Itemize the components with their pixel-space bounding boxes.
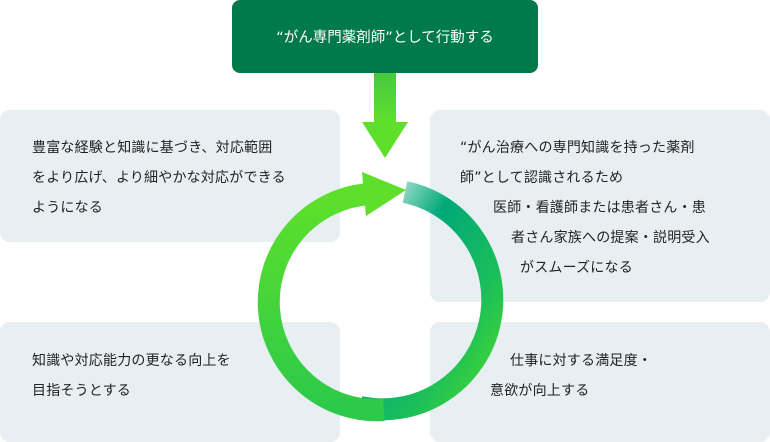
text-line: ようになる xyxy=(32,200,103,216)
text-line: をより広げ、より細やかな対応ができる xyxy=(32,170,286,186)
text-line: 知識や対応能力の更なる向上を xyxy=(32,353,231,369)
cycle-arrowhead-icon xyxy=(362,172,406,216)
text-line: 者さん家族への提案・説明受入 xyxy=(511,230,710,246)
header-title: “がん専門薬剤師”として行動する xyxy=(276,30,494,46)
text-line: 医師・看護師または患者さん・患 xyxy=(493,200,706,216)
box-bottom-right: 仕事に対する満足度・ 意欲が向上する xyxy=(430,322,770,442)
text-line: がスムーズになる xyxy=(520,260,633,276)
text-line: 仕事に対する満足度・ xyxy=(510,353,652,369)
cycle-arc-left xyxy=(257,183,385,422)
text-line: 目指そうとする xyxy=(32,383,131,399)
text-line: 豊富な経験と知識に基づき、対応範囲 xyxy=(32,140,273,156)
cycle-arc-right xyxy=(357,181,504,421)
box-top-left: 豊富な経験と知識に基づき、対応範囲 をより広げ、より細やかな対応ができる ように… xyxy=(0,110,340,242)
text-line: 師”として認識されるため xyxy=(460,170,624,186)
text-line: 意欲が向上する xyxy=(490,383,590,399)
text-line: “がん治療への専門知識を持った薬剤 xyxy=(460,140,695,156)
header-banner: “がん専門薬剤師”として行動する xyxy=(232,0,538,73)
